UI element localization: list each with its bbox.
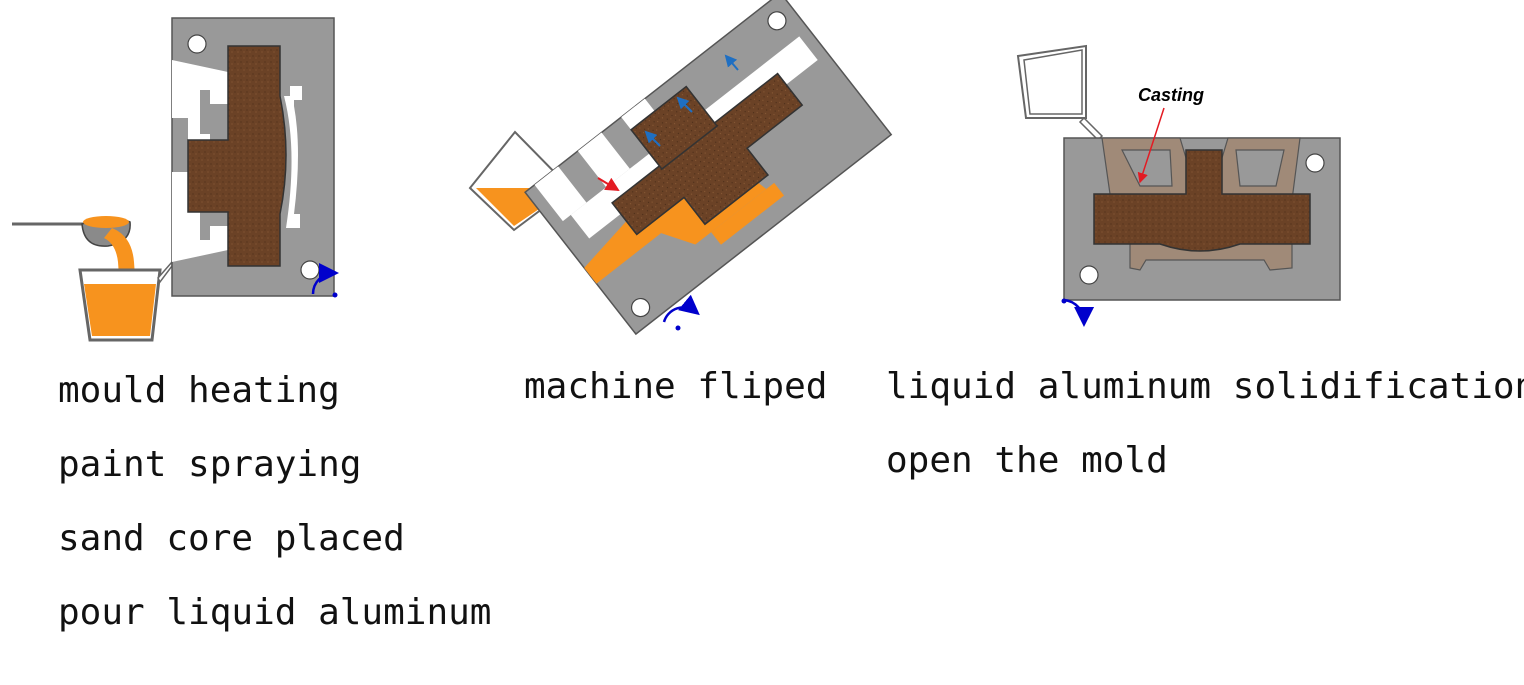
vent-arrow-icon bbox=[724, 54, 739, 71]
step-pour-liquid-aluminum: pour liquid aluminum bbox=[58, 592, 492, 633]
step-machine-fliped: machine fliped bbox=[524, 366, 828, 407]
rotation-arrow-icon bbox=[1063, 298, 1095, 327]
mold-cavity bbox=[172, 60, 228, 150]
stage-1-diagram bbox=[12, 17, 339, 342]
stage-3-diagram: Casting bbox=[1016, 44, 1341, 327]
sand-core bbox=[1093, 149, 1311, 252]
mold-pin-hole bbox=[300, 260, 320, 280]
annotation-arrow-icon bbox=[1137, 107, 1165, 184]
rotation-arrow-icon bbox=[662, 294, 700, 323]
step-mould-heating: mould heating bbox=[58, 370, 340, 411]
stage-2-diagram bbox=[468, 0, 893, 336]
mold-pin-hole bbox=[1305, 153, 1325, 173]
rotation-arrow-icon bbox=[311, 263, 339, 295]
stage-2-steps: machine fliped bbox=[524, 350, 827, 424]
vent-arrow-icon bbox=[644, 130, 661, 147]
pour-arrow-icon bbox=[597, 177, 620, 192]
empty-ladle bbox=[1016, 44, 1104, 142]
sand-core bbox=[187, 45, 287, 267]
step-solidification: liquid aluminum solidification bbox=[886, 366, 1524, 407]
vent-arrow-icon bbox=[676, 96, 693, 113]
mold-pin-hole bbox=[1079, 265, 1099, 285]
mold-pin-hole bbox=[187, 34, 207, 54]
step-paint-spraying: paint spraying bbox=[58, 444, 362, 485]
sand-core bbox=[611, 72, 804, 236]
stage-3-steps: liquid aluminum solidification open the … bbox=[886, 350, 1524, 498]
mold-pin-hole bbox=[630, 297, 651, 318]
casting-annotation: Casting bbox=[1138, 85, 1204, 105]
mold-pin-hole bbox=[767, 11, 787, 31]
stage-1-steps: mould heating paint spraying sand core p… bbox=[58, 354, 491, 650]
step-sand-core-placed: sand core placed bbox=[58, 518, 405, 559]
rotated-mold bbox=[524, 0, 893, 336]
crucible bbox=[78, 268, 162, 342]
step-open-mold: open the mold bbox=[886, 440, 1168, 481]
